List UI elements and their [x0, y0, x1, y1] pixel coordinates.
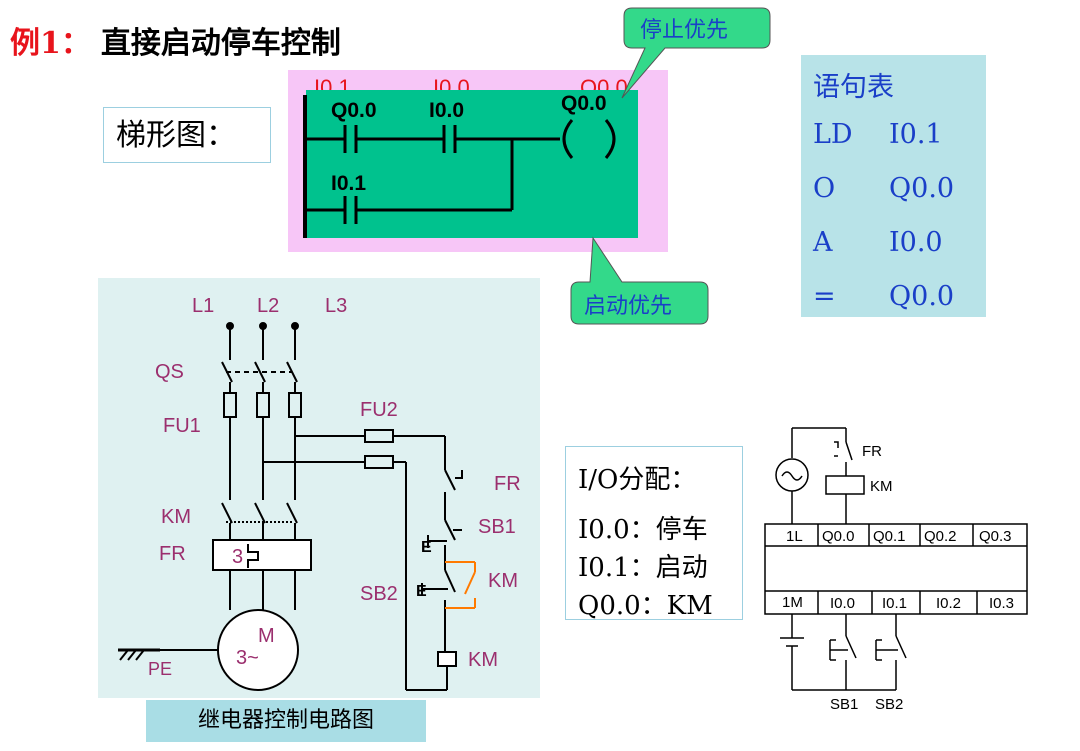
label-e2: E — [416, 583, 427, 600]
label-fu1: FU1 — [163, 415, 201, 437]
ladder-diagram-label: 梯形图： — [103, 107, 271, 163]
label-qs: QS — [155, 361, 184, 383]
io-row: I0.1：启动 — [578, 553, 708, 583]
contact-label-i01: I0.1 — [331, 172, 366, 195]
label-e1: E — [421, 539, 432, 556]
plc-label-km: KM — [870, 478, 893, 495]
km-holding-contact — [445, 561, 476, 609]
contact-label-i00: I0.0 — [429, 99, 464, 122]
label-pe: PE — [148, 659, 172, 679]
plc-output-q02: Q0.2 — [924, 528, 957, 545]
label-fu2: FU2 — [360, 399, 398, 421]
contact-label-q00: Q0.0 — [331, 99, 377, 122]
plc-output-q03: Q0.3 — [979, 528, 1012, 545]
label-motor-m: M — [258, 625, 275, 647]
statement-list-title: 语句表 — [813, 72, 894, 103]
statement-row: O Q0.0 — [813, 173, 954, 204]
statement-operand: Q0.0 — [889, 281, 955, 312]
label-km-main: KM — [161, 506, 191, 528]
io-assignment-panel: I/O分配： I0.0：停车 I0.1：启动 Q0.0：KM — [565, 446, 743, 621]
label-fr-main: FR — [159, 543, 186, 565]
plc-label-sb1: SB1 — [830, 696, 858, 713]
label-sb1: SB1 — [478, 516, 516, 538]
label-km-coil: KM — [468, 649, 498, 671]
plc-label-sb2: SB2 — [875, 696, 903, 713]
example-number: 例1： — [10, 26, 91, 61]
callout-stop-text: 停止优先 — [640, 18, 729, 43]
io-title: I/O分配： — [578, 465, 697, 495]
plc-wiring — [764, 427, 1028, 691]
label-l2: L2 — [257, 295, 279, 317]
statement-op: A — [813, 227, 833, 258]
page-title: 例1： 直接启动停车控制 — [10, 18, 341, 62]
callout-start-text: 启动优先 — [584, 294, 673, 319]
statement-op: = — [813, 281, 836, 312]
statement-operand: I0.1 — [889, 119, 943, 150]
plc-label-fr: FR — [862, 443, 882, 460]
label-l1: L1 — [192, 295, 214, 317]
label-sb2: SB2 — [360, 583, 398, 605]
label-fr-ctrl: FR — [494, 473, 521, 495]
statement-list-panel: 语句表 LD I0.1 O Q0.0 A I0.0 = Q0.0 — [801, 55, 986, 317]
statement-op: LD — [813, 119, 853, 150]
plc-input-i02: I0.2 — [936, 595, 961, 612]
ladder-rung-1 — [305, 119, 616, 159]
plc-output-q00: Q0.0 — [822, 528, 855, 545]
label-km-hold: KM — [488, 570, 518, 592]
statement-op: O — [813, 173, 836, 204]
statement-operand: Q0.0 — [889, 173, 955, 204]
label-l3: L3 — [325, 295, 347, 317]
coil-label-q00: Q0.0 — [561, 92, 607, 115]
label-motor-phase: 3~ — [236, 647, 259, 669]
plc-input-1m: 1M — [782, 594, 803, 611]
io-row: I0.0：停车 — [578, 515, 708, 545]
plc-input-i03: I0.3 — [989, 595, 1014, 612]
ladder-diagram — [306, 90, 638, 238]
statement-operand: I0.0 — [889, 227, 943, 258]
plc-output-q01: Q0.1 — [873, 528, 906, 545]
relay-panel — [98, 278, 540, 698]
io-row: Q0.0：KM — [578, 591, 713, 621]
ladder-rung-2 — [305, 139, 514, 224]
plc-input-i01: I0.1 — [882, 595, 907, 612]
statement-row: LD I0.1 — [813, 119, 943, 150]
label-thermal-num: 3 — [232, 546, 243, 568]
title-text: 直接启动停车控制 — [100, 26, 341, 61]
relay-circuit-caption: 继电器控制电路图 — [146, 700, 426, 742]
callout-stop-priority — [621, 7, 771, 99]
plc-input-i00: I0.0 — [830, 595, 855, 612]
statement-row: A I0.0 — [813, 227, 943, 258]
plc-output-1l: 1L — [786, 528, 803, 545]
callout-start-priority — [570, 236, 709, 325]
statement-row: = Q0.0 — [813, 281, 954, 312]
